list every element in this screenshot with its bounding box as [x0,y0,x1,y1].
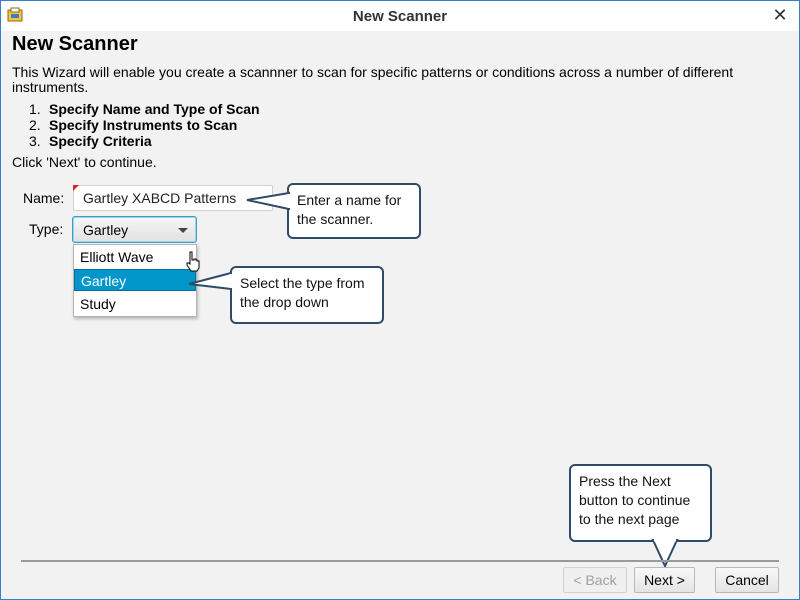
dropdown-option-gartley[interactable]: Gartley [74,269,196,291]
back-button[interactable]: < Back [563,567,627,593]
type-label: Type: [29,221,64,237]
callout-line: Press the Next [579,473,671,489]
callout-line: to the next page [579,511,680,527]
scanner-app-icon [7,7,23,23]
type-select-value: Gartley [83,222,129,238]
type-callout-pointer [188,271,233,291]
required-field-marker [73,185,79,191]
step-text: Specify Criteria [49,133,152,149]
callout-line: Select the type from [240,275,365,291]
cancel-button[interactable]: Cancel [715,567,779,593]
callout-line: Enter a name for [297,192,402,208]
next-callout: Press the Next button to continue to the… [569,464,712,542]
wizard-content: New Scanner This Wizard will enable you … [1,31,799,599]
step-item: 3. Specify Criteria [29,133,260,149]
step-text: Specify Name and Type of Scan [49,101,260,117]
step-text: Specify Instruments to Scan [49,117,238,133]
steps-list: 1. Specify Name and Type of Scan 2. Spec… [29,101,260,149]
name-input[interactable] [73,185,273,211]
callout-line: the scanner. [297,211,374,227]
continue-instruction: Click 'Next' to continue. [12,154,157,170]
step-number: 2. [29,117,41,133]
footer-divider [21,560,779,562]
type-dropdown-list: Elliott Wave Gartley Study [73,244,197,317]
window-title: New Scanner [352,8,448,25]
type-select[interactable]: Gartley [72,216,197,243]
title-bar: New Scanner ✕ [1,1,799,31]
name-callout-pointer [246,191,291,211]
name-label: Name: [23,190,65,206]
chevron-down-icon [178,228,188,233]
type-callout: Select the type from the drop down [230,266,384,324]
step-item: 2. Specify Instruments to Scan [29,117,260,133]
next-callout-pointer [651,538,679,568]
intro-text: This Wizard will enable you create a sca… [12,64,734,95]
step-item: 1. Specify Name and Type of Scan [29,101,260,117]
page-title: New Scanner [12,33,138,55]
dropdown-option-elliott-wave[interactable]: Elliott Wave [80,249,154,265]
step-number: 1. [29,101,41,117]
next-button[interactable]: Next > [634,567,695,593]
callout-line: button to continue [579,492,691,508]
close-icon[interactable]: ✕ [772,5,788,25]
dropdown-option-study[interactable]: Study [80,296,116,312]
step-number: 3. [29,133,41,149]
callout-line: the drop down [240,294,329,310]
hand-cursor-icon [186,251,200,272]
name-callout: Enter a name for the scanner. [287,183,421,239]
